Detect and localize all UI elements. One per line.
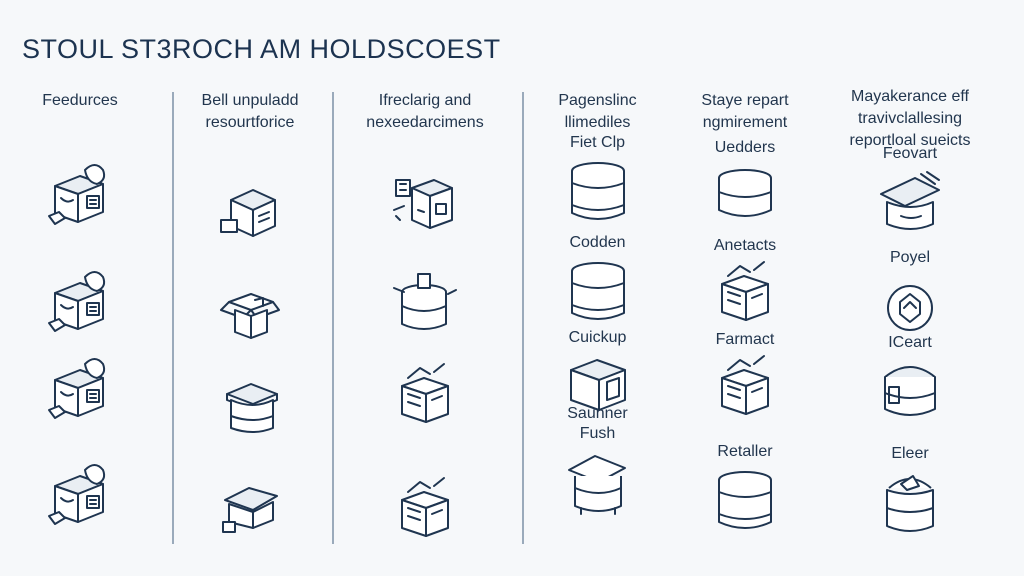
machine-box-icon [393,179,453,229]
item-label: Poyel [889,249,931,266]
page-title: STOUL ST3ROCH AM HOLDSCOEST [22,34,501,64]
diagram-item: Feovart [815,144,1005,238]
barrel-icon [570,262,625,320]
column-1: Feedurces [5,0,155,576]
diagram-item: Eleer [815,444,1005,538]
box-machine-icon [48,464,106,525]
diagram-item: Codden [525,233,670,327]
box-machine-icon [48,358,106,419]
item-label: Uedders [714,139,776,156]
jar-icon [886,475,934,532]
diagram-item [5,156,155,230]
canister-icon [393,273,457,330]
diagram-item [5,263,155,337]
column-header: Feedurces [42,92,118,109]
barrel-icon [570,162,625,220]
diagram-item [5,350,155,424]
diagram-item [335,170,515,244]
item-label: ICeart [888,334,932,351]
diagram-item: Cuickup [525,328,670,422]
diagram-item: Retaller [675,442,815,536]
diagram-item: Farmact [675,330,815,424]
lidded-box-icon [226,383,278,433]
open-box-icon [220,293,280,339]
item-label: Farmact [715,331,775,348]
diagram-item: ICeart [815,333,1005,427]
item-label: Cuickup [568,329,627,346]
diagram-item [175,370,325,444]
item-label: Feovart [882,145,938,162]
barrel-icon [718,471,772,529]
open-crate-icon [721,261,769,321]
open-crate-icon [721,355,769,415]
tub-icon [718,169,772,217]
item-label: Eleer [891,445,929,462]
column-divider [522,92,524,544]
diagram-item [335,472,515,546]
open-crate-icon [401,477,449,537]
diagram-item [335,266,515,340]
open-crate-icon [401,363,449,423]
diagram-item [175,472,325,546]
diagram-item [335,358,515,432]
tray-tub-icon [880,171,940,230]
diagram-item: Fiet Clp [525,133,670,227]
house-box-icon [220,189,276,237]
box-machine-icon [48,271,106,332]
item-label: Retaller [717,443,773,460]
diagram-item: Uedders [675,138,815,232]
item-label: Fiet Clp [569,134,626,151]
crate-icon [569,359,626,411]
diagram-item [175,276,325,350]
diagram-item [5,456,155,530]
cooking-pot-icon [884,366,936,416]
diagram-item: Poyel [815,248,1005,342]
column-divider [172,92,174,544]
diagram-item [175,176,325,250]
item-label: Anetacts [713,237,777,254]
pouch-icon [222,487,278,533]
box-machine-icon [48,164,106,225]
diagram-item: Anetacts [675,236,815,330]
column-divider [332,92,334,544]
hexagon-badge-icon [887,285,933,331]
open-barrel-icon [567,455,626,515]
item-label: Codden [569,234,626,251]
